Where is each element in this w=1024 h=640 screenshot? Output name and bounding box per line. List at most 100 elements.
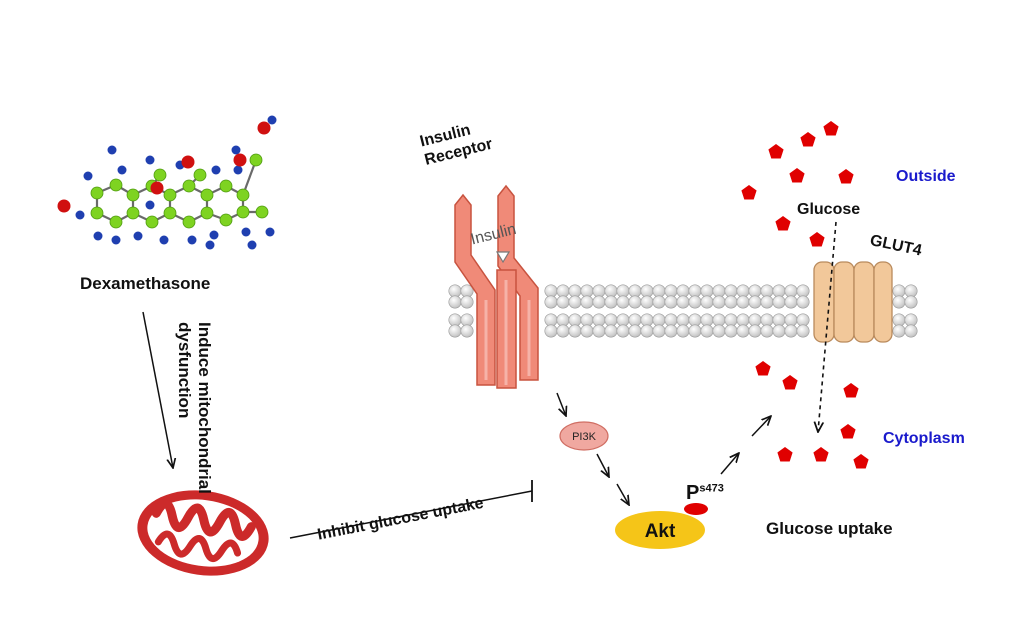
atom-green bbox=[145, 215, 159, 229]
glucose-pentagon-icon bbox=[777, 447, 793, 462]
insulin-receptor bbox=[454, 184, 539, 389]
lipid-bead bbox=[892, 295, 906, 309]
atom-red bbox=[181, 155, 195, 169]
lipid-bead bbox=[556, 295, 570, 309]
atom-green bbox=[109, 178, 123, 192]
lipid-bead bbox=[772, 313, 786, 327]
dexamethasone-molecule bbox=[57, 115, 277, 250]
lipid-bead bbox=[724, 324, 738, 338]
glucose-label: Glucose bbox=[797, 201, 861, 218]
atom-red bbox=[233, 153, 247, 167]
lipid-bead bbox=[652, 313, 666, 327]
lipid-bead bbox=[736, 313, 750, 327]
lipid-bead bbox=[544, 313, 558, 327]
lipid-bead bbox=[664, 313, 678, 327]
insulin-triangle-icon bbox=[495, 251, 511, 264]
lipid-bead bbox=[796, 324, 810, 338]
lipid-bead bbox=[640, 284, 654, 298]
atom-green bbox=[90, 186, 104, 200]
glucose-pentagon-icon bbox=[809, 232, 825, 247]
lipid-bead bbox=[892, 284, 906, 298]
glucose-uptake-label: Glucose uptake bbox=[766, 519, 893, 538]
induce-arrow bbox=[142, 311, 173, 468]
glucose-transport-arrow bbox=[818, 221, 837, 432]
lipid-bead bbox=[712, 295, 726, 309]
lipid-bead bbox=[604, 284, 618, 298]
atom-red bbox=[257, 121, 271, 135]
lipid-bead bbox=[568, 324, 582, 338]
lipid-bead bbox=[700, 324, 714, 338]
atom-blue bbox=[241, 227, 251, 237]
glucose-pentagon-icon bbox=[813, 447, 829, 462]
lipid-bead bbox=[664, 295, 678, 309]
atom-green bbox=[236, 188, 250, 202]
lipid-bead bbox=[616, 313, 630, 327]
lipid-bead bbox=[760, 284, 774, 298]
lipid-bead bbox=[688, 313, 702, 327]
atom-red bbox=[150, 181, 164, 195]
lipid-bead bbox=[568, 284, 582, 298]
glucose-pentagon-icon bbox=[823, 121, 839, 136]
lipid-bead bbox=[580, 295, 594, 309]
lipid-bead bbox=[712, 284, 726, 298]
atom-green bbox=[163, 206, 177, 220]
atom-blue bbox=[231, 145, 241, 155]
glucose-pentagon-icon bbox=[741, 185, 757, 200]
outside-label: Outside bbox=[896, 168, 956, 185]
atom-blue bbox=[265, 227, 275, 237]
atom-blue bbox=[107, 145, 117, 155]
glucose-molecules bbox=[741, 121, 869, 469]
lipid-bead bbox=[616, 295, 630, 309]
pi3k-to-akt-arrow-2 bbox=[616, 483, 629, 505]
lipid-bead bbox=[700, 295, 714, 309]
lipid-bead bbox=[748, 313, 762, 327]
cell-membrane bbox=[448, 284, 918, 338]
atom-green bbox=[249, 153, 263, 167]
lipid-bead bbox=[784, 295, 798, 309]
lipid-bead bbox=[712, 313, 726, 327]
lipid-bead bbox=[796, 313, 810, 327]
atom-blue bbox=[233, 165, 243, 175]
lipid-bead bbox=[760, 324, 774, 338]
induce-label: Induce mitochondrial dysfunction bbox=[174, 322, 214, 494]
atom-blue bbox=[117, 165, 127, 175]
induce-label-line1: Induce mitochondrial bbox=[195, 322, 214, 494]
lipid-bead bbox=[652, 295, 666, 309]
lipid-bead bbox=[904, 313, 918, 327]
lipid-bead bbox=[628, 284, 642, 298]
glucose-pentagon-icon bbox=[755, 361, 771, 376]
lipid-bead bbox=[736, 284, 750, 298]
atom-green bbox=[255, 205, 269, 219]
lipid-bead bbox=[676, 284, 690, 298]
phospho-site: s473 bbox=[699, 482, 724, 495]
lipid-bead bbox=[784, 284, 798, 298]
glucose-pentagon-icon bbox=[853, 454, 869, 469]
lipid-bead bbox=[904, 284, 918, 298]
atom-blue bbox=[75, 210, 85, 220]
glucose-pentagon-icon bbox=[768, 144, 784, 159]
lipid-bead bbox=[568, 295, 582, 309]
lipid-bead bbox=[604, 324, 618, 338]
lipid-bead bbox=[688, 324, 702, 338]
pi3k-label: PI3K bbox=[572, 431, 597, 443]
atom-green bbox=[236, 205, 250, 219]
glut4-transporter bbox=[813, 261, 893, 343]
inhibit-line bbox=[289, 490, 533, 539]
lipid-bead bbox=[676, 313, 690, 327]
akt-label: Akt bbox=[645, 521, 676, 542]
lipid-bead bbox=[892, 324, 906, 338]
lipid-bead bbox=[604, 313, 618, 327]
lipid-bead bbox=[628, 324, 642, 338]
lipid-bead bbox=[628, 295, 642, 309]
lipid-bead bbox=[724, 295, 738, 309]
lipid-bead bbox=[676, 324, 690, 338]
lipid-bead bbox=[904, 295, 918, 309]
lipid-bead bbox=[616, 284, 630, 298]
atom-green bbox=[109, 215, 123, 229]
atom-blue bbox=[145, 155, 155, 165]
lipid-bead bbox=[712, 324, 726, 338]
glucose-pentagon-icon bbox=[775, 216, 791, 231]
lipid-bead bbox=[460, 295, 474, 309]
lipid-bead bbox=[700, 313, 714, 327]
lipid-bead bbox=[748, 284, 762, 298]
